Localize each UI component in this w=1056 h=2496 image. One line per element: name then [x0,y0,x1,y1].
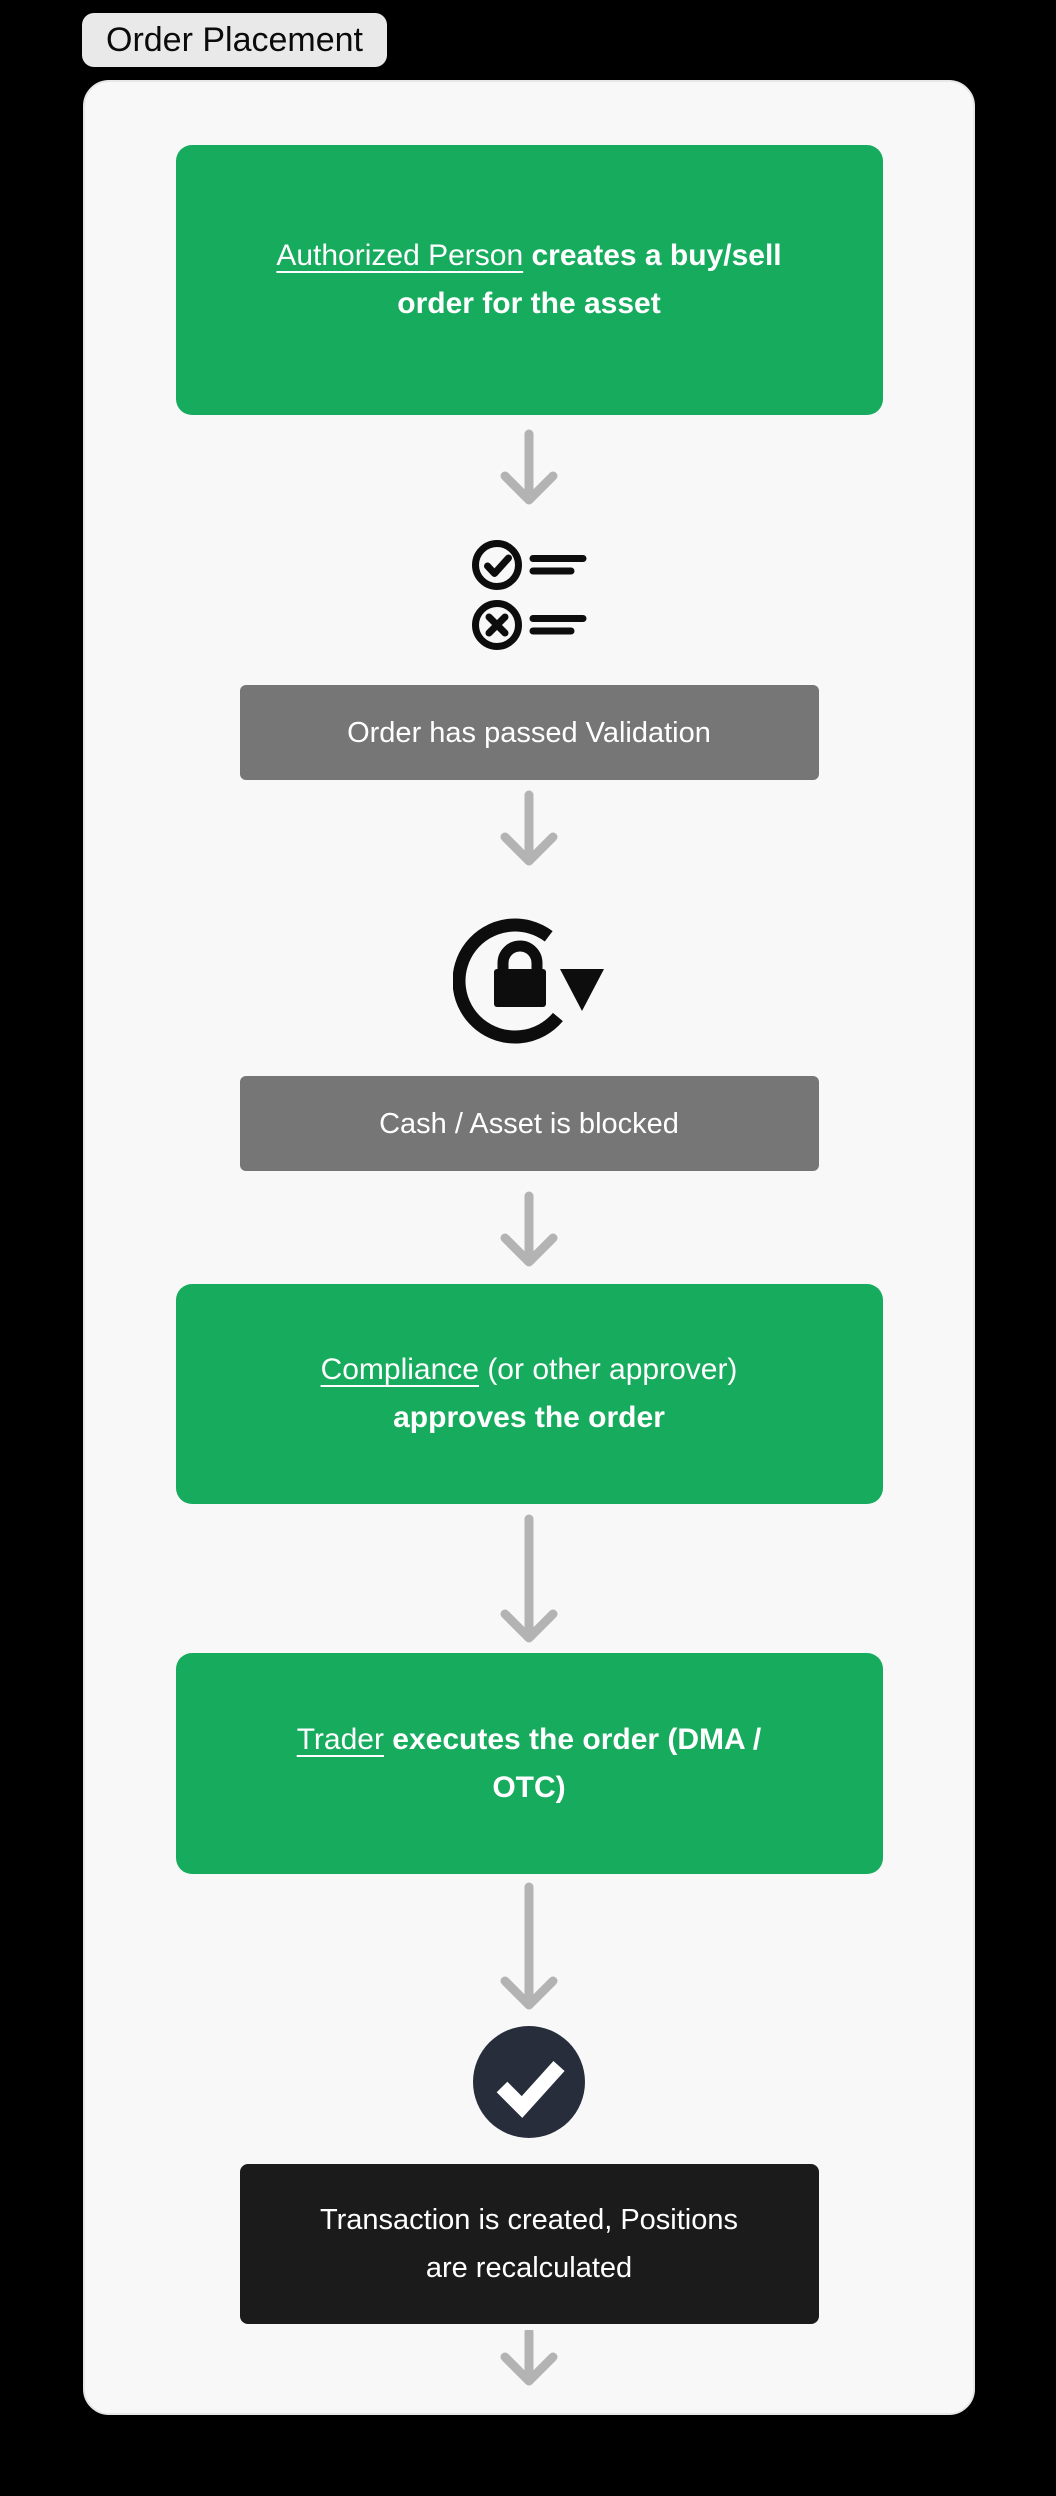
arrow-down-icon [500,790,558,866]
title-badge[interactable]: Order Placement [82,13,387,67]
step-trader-text-line2: OTC) [492,1770,566,1804]
status-cash-blocked-text: Cash / Asset is blocked [379,1107,679,1140]
step-create-order: Authorized Person creates a buy/sell ord… [175,145,883,415]
compliance-link[interactable]: Compliance [320,1353,479,1386]
validation-checklist-icon [472,540,587,650]
check-circle-icon [473,2026,585,2138]
arrow-down-icon [500,1191,558,1267]
step-create-order-text: creates a buy/sell [523,239,782,272]
step-compliance-approval: Compliance (or other approver) approves … [175,1284,883,1504]
lock-rotate-icon [453,918,604,1044]
status-order-validated: Order has passed Validation [239,685,819,780]
step-trader-text: executes the order (DMA / [383,1722,762,1756]
status-transaction-text-line1: Transaction is created, Positions [319,2204,738,2236]
status-transaction-created: Transaction is created, Positions are re… [239,2164,819,2324]
status-cash-blocked: Cash / Asset is blocked [239,1076,819,1171]
step-create-order-text-line2: order for the asset [397,287,661,320]
step-trader-execution: Trader executes the order (DMA / OTC) [175,1653,883,1874]
step-compliance-text-line2: approves the order [393,1401,665,1434]
status-order-validated-text: Order has passed Validation [347,716,711,749]
arrow-down-icon [500,1882,558,2010]
status-transaction-text-line2: are recalculated [425,2252,633,2284]
step-compliance-text: (or other approver) [478,1353,738,1386]
flow-card: Authorized Person creates a buy/sell ord… [83,80,975,2415]
authorized-person-link[interactable]: Authorized Person [276,239,524,272]
arrow-down-icon [500,429,558,505]
arrow-down-icon [500,2330,558,2386]
trader-link[interactable]: Trader [296,1722,384,1756]
arrow-down-icon [500,1514,558,1643]
